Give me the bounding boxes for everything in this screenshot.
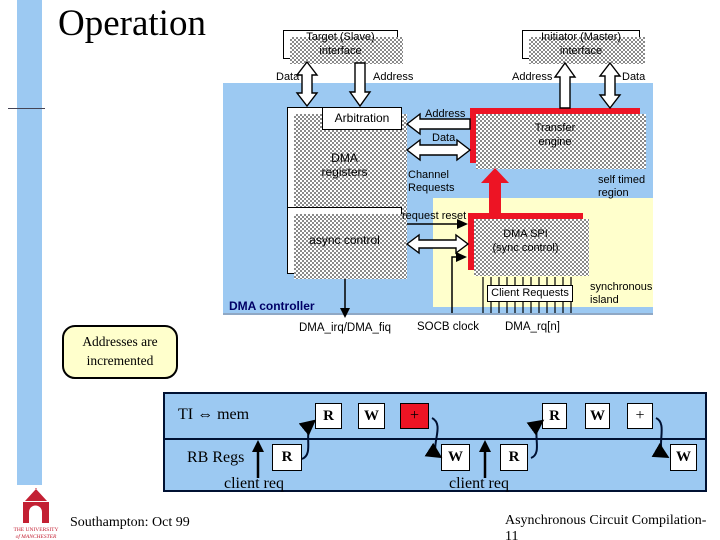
transfer-engine-box: Transfer engine: [470, 108, 646, 169]
client-requests-box: Client Requests: [487, 285, 573, 302]
initiator-interface-box: Initiator (Master) interface: [522, 30, 645, 64]
address-label-internal: Address: [425, 108, 466, 120]
address-label-initiator: Address: [512, 71, 553, 83]
accent-line: [8, 108, 45, 109]
dma-irq-label: DMA_irq/DMA_fiq: [299, 322, 392, 334]
target-interface-label: Target (Slave) interface: [306, 31, 375, 57]
timing-cell-plus-white: +: [627, 403, 653, 429]
dma-registers-label: DMA registers: [321, 150, 368, 179]
client-req-label-left: client req: [224, 475, 284, 492]
timing-cell-r3: R: [272, 444, 302, 471]
request-reset-label: request reset: [402, 210, 467, 222]
logo-caption-2: of MANCHESTER: [16, 533, 57, 540]
timing-cell-r1: R: [315, 403, 342, 429]
university-logo: THE UNIVERSITY of MANCHESTER: [13, 488, 59, 540]
rb-regs-label: RB Regs: [187, 449, 245, 466]
logo-arch: [23, 502, 49, 523]
timing-cell-w3: W: [441, 444, 470, 471]
channel-requests-label: Channel Requests: [408, 169, 455, 194]
dma-spi-label-line1: DMA SPI: [503, 228, 548, 241]
logo-roof: [25, 489, 47, 501]
initiator-interface-label: Initiator (Master) interface: [540, 31, 622, 57]
addresses-incremented-callout: Addresses are incremented: [62, 325, 178, 379]
arbitration-label: Arbitration: [334, 111, 390, 126]
timing-cell-r4: R: [500, 444, 528, 471]
arbitration-box: Arbitration: [322, 107, 402, 130]
timing-cell-plus-red: +: [400, 403, 429, 429]
client-req-label-right: client req: [449, 475, 509, 492]
data-label-initiator: Data: [622, 71, 646, 83]
footer-venue: Southampton: Oct 99: [70, 515, 190, 530]
timing-cell-w1: W: [358, 403, 385, 429]
callout-text: Addresses are incremented: [82, 334, 158, 368]
socb-clock-label: SOCB clock: [417, 321, 479, 333]
timing-cell-w4: W: [670, 444, 697, 471]
transfer-engine-label: Transfer engine: [534, 122, 576, 148]
async-control-box: async control: [287, 207, 407, 279]
dma-spi-box: DMA SPI (sync control): [468, 213, 589, 276]
timing-box: TI ⇔ mem RB Regs client req client req R…: [163, 392, 707, 492]
self-timed-region-label: self timed region: [598, 174, 646, 199]
ti-mem-label: TI ⇔ mem: [178, 406, 250, 423]
sidebar-accent-bar: [17, 0, 42, 485]
client-requests-label: Client Requests: [491, 286, 569, 299]
page-title: Operation: [58, 3, 206, 44]
timing-cell-w2: W: [585, 403, 610, 429]
data-label-target: Data: [276, 71, 300, 83]
dma-controller-label: DMA controller: [229, 299, 315, 313]
dma-rq-label: DMA_rq[n]: [505, 321, 560, 333]
logo-caption-1: THE UNIVERSITY: [13, 527, 58, 533]
async-control-label: async control: [309, 233, 380, 248]
data-label-internal: Data: [432, 132, 456, 144]
timing-cell-r2: R: [542, 403, 567, 429]
address-label-target: Address: [373, 71, 414, 83]
dma-spi-label-line2: (sync control): [492, 241, 559, 254]
footer-title-page: Asynchronous Circuit Compilation- 11: [505, 513, 707, 540]
timing-divider: [165, 438, 705, 440]
synchronous-island-label: synchronous island: [590, 281, 653, 306]
target-interface-box: Target (Slave) interface: [283, 30, 403, 64]
